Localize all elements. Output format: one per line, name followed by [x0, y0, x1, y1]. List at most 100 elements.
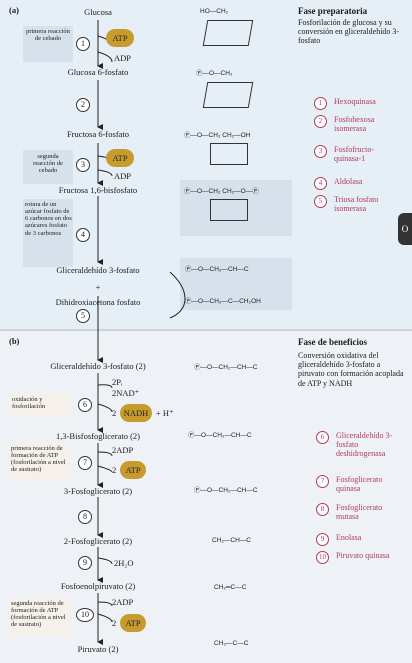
- nadh-coefficient: 2: [112, 408, 117, 418]
- note-box-cleavage: [23, 199, 73, 267]
- enzyme-8-number: 8: [316, 503, 329, 516]
- side-panel-toggle-button[interactable]: O: [398, 213, 412, 245]
- step-7: 7: [78, 456, 92, 470]
- note-first-atp: primera reacción de formación de ATP (fo…: [11, 445, 66, 474]
- panel-b-subtitle: Conversión oxidativa del gliceraldehído …: [298, 351, 404, 388]
- enzyme-1: 1 Hexoquinasa: [314, 97, 376, 110]
- enzyme-3-name: Fosfofructo-quinasa-1: [334, 145, 374, 163]
- enzyme-6-name: Gliceraldehído 3-fosfato deshidrogenasa: [336, 431, 393, 458]
- enzyme-7-number: 7: [316, 475, 329, 488]
- enzyme-4-number: 4: [314, 177, 327, 190]
- metabolite-b-3pg: 3-Fosfoglicerato (2): [63, 486, 133, 496]
- enzyme-2: 2 Fosfohexosa isomerasa: [314, 115, 396, 134]
- structure-g6p: Ⓟ—O—CH₂: [196, 70, 233, 77]
- adp-label-2: ADP: [114, 171, 132, 181]
- panel-a-subtitle: Fosforilación de glucosa y su conversión…: [298, 18, 400, 46]
- atp-badge-b1: ATP: [120, 461, 146, 479]
- panel-divider: [0, 329, 412, 331]
- enzyme-2-number: 2: [314, 115, 327, 128]
- adp-label-b2: 2ADP: [112, 597, 134, 607]
- step-4: 4: [76, 228, 90, 242]
- enzyme-8: 8 Fosfoglicerato mutasa: [316, 503, 402, 522]
- metabolite-glucose: Glucosa: [84, 7, 112, 17]
- metabolite-b-2pg: 2-Fosfoglicerato (2): [63, 536, 133, 546]
- plus-sign: +: [95, 282, 101, 292]
- enzyme-10-number: 10: [316, 551, 329, 564]
- step-6: 6: [78, 398, 92, 412]
- metabolite-glyceraldehyde-3-phosphate: Gliceraldehído 3-fosfato: [56, 265, 140, 275]
- enzyme-10: 10 Piruvato quinasa: [316, 551, 396, 564]
- nad-label: 2NAD⁺: [112, 388, 140, 398]
- metabolite-fructose-bisphosphate: Fructosa 1,6-bisfosfato: [58, 185, 138, 195]
- water-label: 2H₂O: [114, 558, 134, 568]
- metabolite-glucose-6-phosphate: Glucosa 6-fosfato: [67, 67, 129, 77]
- note-box-second-priming: [23, 150, 73, 184]
- structure-b-pyruvate: CH₃—C—C: [214, 640, 249, 647]
- note-box-oxidation: [9, 393, 71, 417]
- panel-a-title: Fase preparatoria: [298, 6, 368, 16]
- enzyme-4: 4 Aldolasa: [314, 177, 363, 190]
- metabolite-b-pep: Fosfoenolpiruvato (2): [60, 581, 136, 591]
- enzyme-5-number: 5: [314, 195, 327, 208]
- atp-badge-b2: ATP: [120, 614, 146, 632]
- panel-b-label: (b): [9, 336, 20, 346]
- step-8: 8: [78, 510, 92, 524]
- structure-highlight-trioses: [180, 258, 292, 310]
- metabolite-b-13bpg: 1,3-Bisfosfoglicerato (2): [55, 431, 141, 441]
- metabolite-fructose-6-phosphate: Fructosa 6-fosfato: [66, 129, 130, 139]
- structure-dhap: Ⓟ—O—CH₂—C—CH₂OH: [185, 298, 261, 305]
- note-box-first-atp: [9, 443, 71, 481]
- structure-f16bp: Ⓟ—O—CH₂ CH₂—O—Ⓟ: [184, 188, 259, 195]
- enzyme-5: 5 Triosa fosfato isomerasa: [314, 195, 390, 214]
- note-second-priming: segunda reacción de cebado: [33, 153, 63, 175]
- glucose-ring: [202, 20, 254, 46]
- atp-coefficient-b2: 2: [112, 618, 117, 628]
- structure-b-bpg: Ⓟ—O—CH₂—CH—C: [188, 432, 252, 439]
- structure-highlight-f16bp: [180, 180, 292, 236]
- enzyme-5-name: Triosa fosfato isomerasa: [334, 195, 379, 213]
- structure-b-ga3p: Ⓟ—O—CH₂—CH—C: [194, 364, 258, 371]
- pi-label: 2Pᵢ: [112, 377, 123, 387]
- atp-badge-1: ATP: [106, 29, 134, 47]
- f6p-ring: [210, 143, 248, 165]
- enzyme-7-name: Fosfoglicerato quinasa: [336, 475, 383, 493]
- panel-a-label: (a): [9, 5, 19, 15]
- step-3: 3: [76, 158, 90, 172]
- structure-b-2pg: CH₂—CH—C: [212, 537, 251, 544]
- g6p-ring: [202, 82, 254, 108]
- enzyme-8-name: Fosfoglicerato mutasa: [336, 503, 383, 521]
- enzyme-9-name: Enolasa: [336, 533, 362, 542]
- note-second-atp: segunda reacción de formación de ATP (fo…: [11, 600, 66, 629]
- step-1: 1: [76, 37, 90, 51]
- adp-label-b1: 2ADP: [112, 445, 134, 455]
- atp-badge-2: ATP: [106, 149, 134, 167]
- structure-ga3p: Ⓟ—O—CH₂—CH—C: [185, 266, 249, 273]
- note-cleavage: rotura de un azúcar fosfato de 6 carbono…: [25, 201, 72, 237]
- enzyme-7: 7 Fosfoglicerato quinasa: [316, 475, 402, 494]
- structure-b-3pg: Ⓟ—O—CH₂—CH—C: [194, 487, 258, 494]
- structure-b-pep: CH₂═C—C: [214, 584, 247, 591]
- proton-label: + H⁺: [156, 408, 174, 418]
- note-box-second-atp: [9, 598, 71, 636]
- enzyme-6-number: 6: [316, 431, 329, 444]
- metabolite-dhap: Dihidroxiacetona fosfato: [55, 297, 141, 307]
- enzyme-6: 6 Gliceraldehído 3-fosfato deshidrogenasa: [316, 431, 406, 458]
- nadh-badge: NADH: [120, 404, 152, 422]
- structure-f6p: Ⓟ—O—CH₂ CH₂—OH: [184, 132, 251, 139]
- enzyme-1-name: Hexoquinasa: [334, 97, 376, 106]
- enzyme-4-name: Aldolasa: [334, 177, 363, 186]
- step-5: 5: [76, 309, 90, 323]
- enzyme-2-name: Fosfohexosa isomerasa: [334, 115, 375, 133]
- step-2: 2: [76, 98, 90, 112]
- enzyme-1-number: 1: [314, 97, 327, 110]
- structure-glucose: HO—CH₂: [200, 8, 229, 15]
- note-first-priming: primera reacción de cebado: [26, 28, 70, 43]
- note-box-first-priming: [23, 26, 73, 62]
- f16bp-ring: [210, 199, 248, 221]
- enzyme-10-name: Piruvato quinasa: [336, 551, 390, 560]
- adp-label-1: ADP: [114, 53, 132, 63]
- atp-coefficient-b1: 2: [112, 465, 117, 475]
